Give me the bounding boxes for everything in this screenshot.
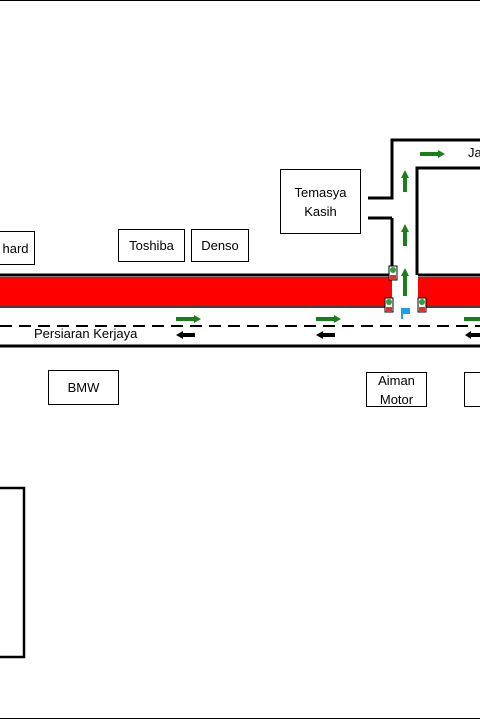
eastbound-arrow bbox=[176, 317, 194, 321]
side-road-left-edge bbox=[368, 138, 480, 200]
westbound-arrow-head bbox=[176, 331, 183, 339]
congestion-band-right bbox=[418, 277, 480, 306]
westbound-arrow bbox=[183, 333, 195, 337]
westbound-arrow bbox=[323, 333, 335, 337]
northbound-arrow-head bbox=[401, 224, 409, 232]
location-marker-icon bbox=[401, 308, 410, 319]
frame-top-border bbox=[0, 0, 480, 1]
northbound-arrow bbox=[403, 178, 407, 192]
place-label-toshiba: Toshiba bbox=[118, 229, 185, 262]
traffic-light-lower-right bbox=[417, 297, 427, 313]
eastbound-arrow bbox=[464, 317, 480, 321]
eastbound-arrows bbox=[176, 315, 480, 323]
eastbound-side-arrow-head bbox=[438, 150, 445, 158]
frame-bottom-border bbox=[0, 718, 480, 719]
westbound-arrows bbox=[176, 331, 480, 339]
congestion-band-left bbox=[0, 277, 392, 306]
westbound-arrow-head bbox=[316, 331, 323, 339]
northbound-arrow bbox=[403, 276, 407, 296]
partial-building-outline bbox=[0, 486, 26, 659]
eastbound-arrow bbox=[316, 317, 334, 321]
northbound-arrow-head bbox=[401, 268, 409, 276]
side-road-name-label: Ja bbox=[468, 145, 480, 160]
eastbound-side-arrow bbox=[420, 152, 438, 156]
northbound-arrow bbox=[403, 232, 407, 246]
northbound-arrows bbox=[401, 150, 445, 296]
northbound-arrow-head bbox=[401, 170, 409, 178]
place-label-aiman-motor: Aiman Motor bbox=[366, 372, 427, 407]
westbound-arrow-head bbox=[465, 331, 471, 339]
place-label-hard: hard bbox=[0, 231, 35, 265]
westbound-arrow bbox=[471, 333, 480, 337]
place-label-partial-right bbox=[464, 372, 480, 407]
road-name-label: Persiaran Kerjaya bbox=[34, 326, 138, 341]
side-road-right-edge bbox=[415, 166, 480, 275]
eastbound-arrow-head bbox=[334, 315, 341, 323]
eastbound-arrow-head bbox=[194, 315, 201, 323]
traffic-light-lower-left bbox=[384, 297, 394, 313]
place-label-temasya-kasih: Temasya Kasih bbox=[280, 169, 361, 234]
place-label-denso: Denso bbox=[191, 229, 249, 262]
place-label-bmw: BMW bbox=[48, 370, 119, 405]
traffic-light-upper bbox=[388, 265, 398, 281]
